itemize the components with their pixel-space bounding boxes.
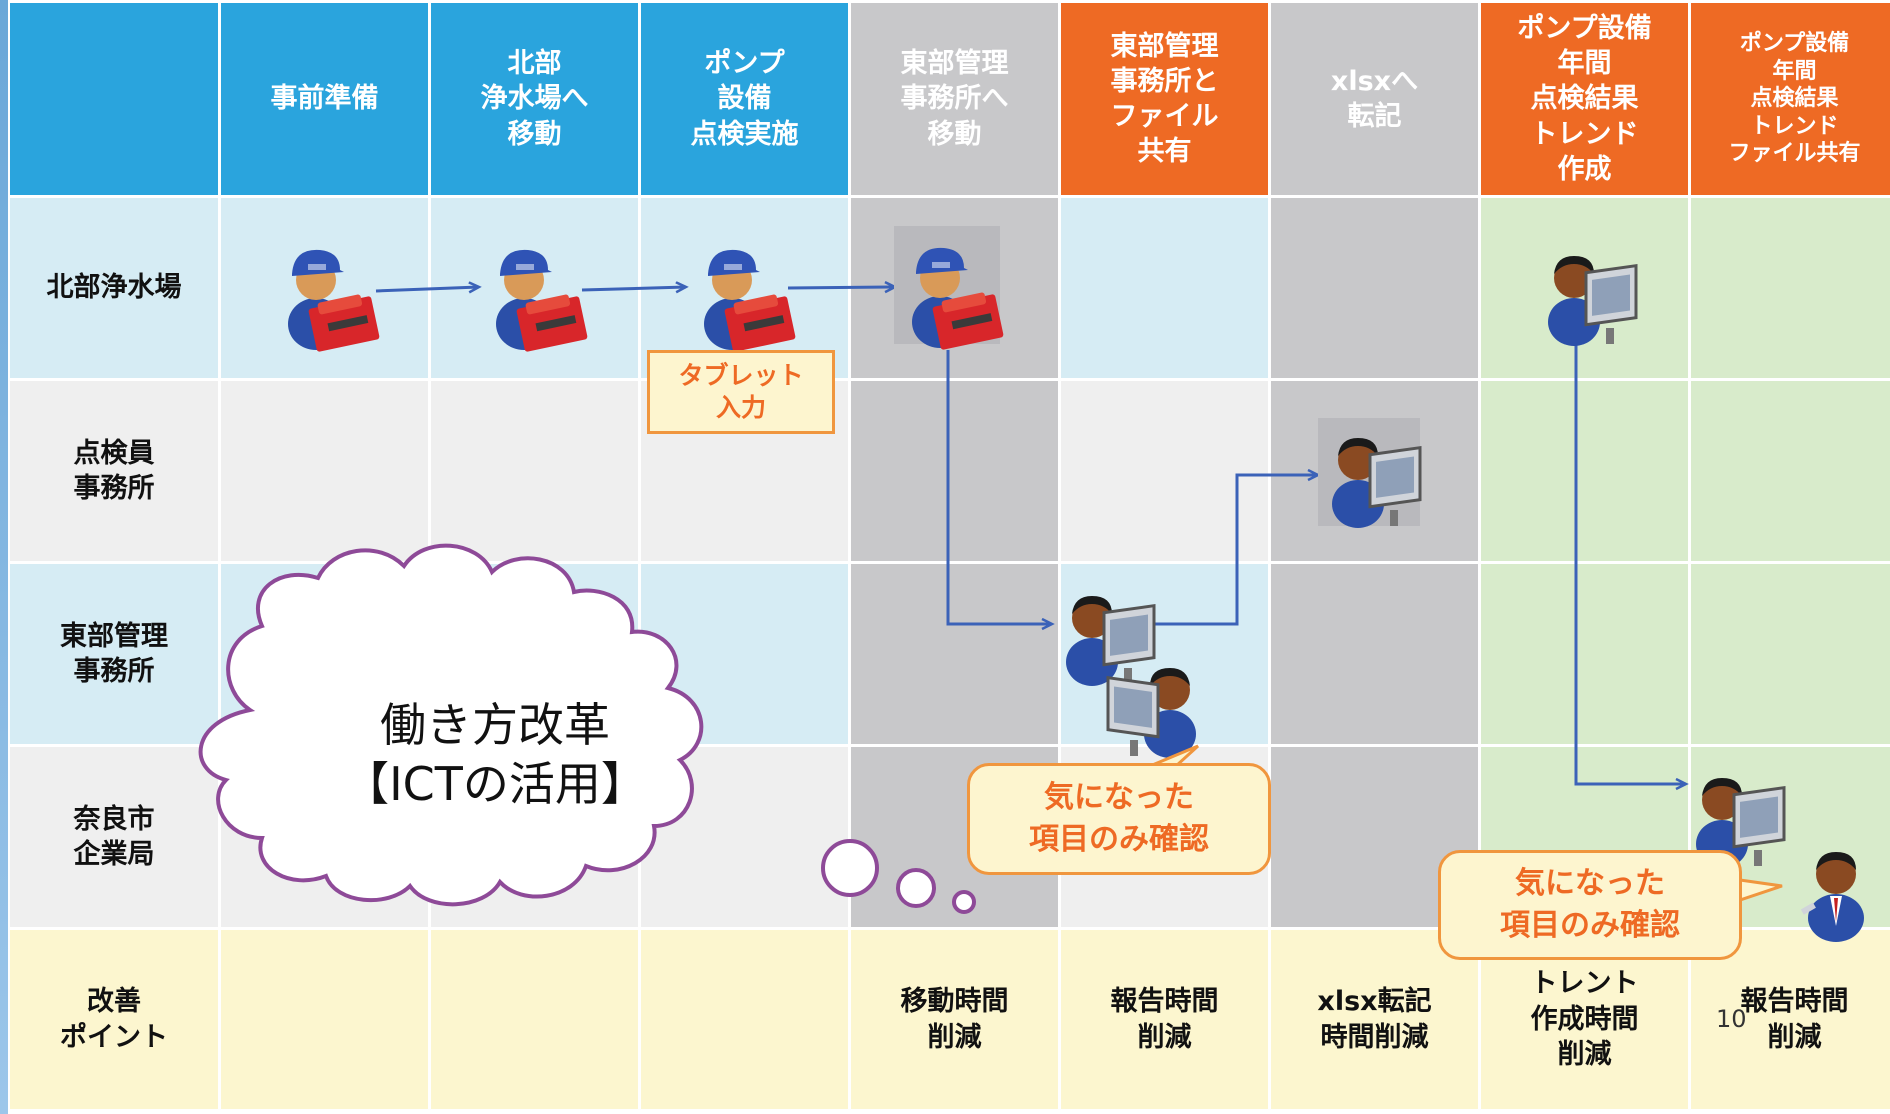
tablet-input-callout: タブレット 入力 (647, 350, 835, 434)
row-label-improvement: 改善 ポイント (10, 930, 218, 1109)
office-worker-pc-icon (1106, 666, 1198, 760)
cell (1691, 564, 1890, 744)
improvement-prep (221, 930, 428, 1109)
header-step-pump-inspection: ポンプ 設備 点検実施 (641, 3, 848, 195)
cell (1481, 564, 1688, 744)
thought-cloud (198, 543, 976, 914)
header-step-file-share-east: 東部管理 事務所と ファイル 共有 (1061, 3, 1268, 195)
cloud-text: 働き方改革 【ICTの活用】 (343, 698, 647, 811)
header-step-trend-create: ポンプ設備 年間 点検結果 トレンド 作成 (1481, 3, 1688, 195)
header-step-prep: 事前準備 (221, 3, 428, 195)
cell (1691, 198, 1890, 378)
arrow-prep-to-north (375, 287, 479, 291)
cell (1271, 564, 1478, 744)
office-worker-pc-icon (1546, 254, 1638, 348)
cell (221, 381, 428, 561)
arrow-move-to-east-office (946, 350, 1052, 624)
row-label-east-office: 東部管理 事務所 (10, 564, 218, 744)
arrow-inspection-to-move (787, 287, 895, 288)
arrow-north-to-inspection (581, 287, 686, 290)
header-corner (10, 3, 218, 195)
improvement-report-east: 報告時間 削減 (1061, 930, 1268, 1109)
worker-toolbox-icon (496, 249, 588, 353)
office-worker-pc-icon (1064, 594, 1156, 688)
confirm-callout-nara: 気になった 項目のみ確認 (1438, 850, 1742, 960)
page-number: 10 (1716, 1005, 1747, 1033)
row-label-north-plant: 北部浄水場 (10, 198, 218, 378)
row-label-nara-bureau: 奈良市 企業局 (10, 747, 218, 927)
header-step-trend-share: ポンプ設備 年間 点検結果 トレンド ファイル共有 (1691, 3, 1890, 195)
header-step-xlsx: xlsxへ 転記 (1271, 3, 1478, 195)
cell (1691, 381, 1890, 561)
improvement-inspection (641, 930, 848, 1109)
header-step-move-north: 北部 浄水場へ 移動 (431, 3, 638, 195)
worker-toolbox-icon (288, 249, 380, 353)
worker-toolbox-icon (704, 249, 796, 353)
cell (431, 381, 638, 561)
improvement-xlsx: xlsx転記 時間削減 (1271, 930, 1478, 1109)
confirm-callout-east: 気になった 項目のみ確認 (967, 763, 1271, 875)
improvement-move-east: 移動時間 削減 (851, 930, 1058, 1109)
row-label-inspector-office: 点検員 事務所 (10, 381, 218, 561)
manager-icon (1800, 852, 1864, 942)
arrow-trend-to-nara (1574, 320, 1686, 784)
cell (1271, 198, 1478, 378)
arrow-east-to-xlsx (1155, 475, 1318, 626)
left-edge-bar (0, 0, 8, 1114)
cell (851, 381, 1058, 561)
header-step-move-east: 東部管理 事務所へ 移動 (851, 3, 1058, 195)
callout-tail (1738, 878, 1783, 903)
improvement-move-north (431, 930, 638, 1109)
cell (1481, 381, 1688, 561)
cell (851, 564, 1058, 744)
cell (1061, 381, 1268, 561)
improvement-report-nara: 報告時間 削減 (1691, 930, 1890, 1109)
cell (1061, 198, 1268, 378)
